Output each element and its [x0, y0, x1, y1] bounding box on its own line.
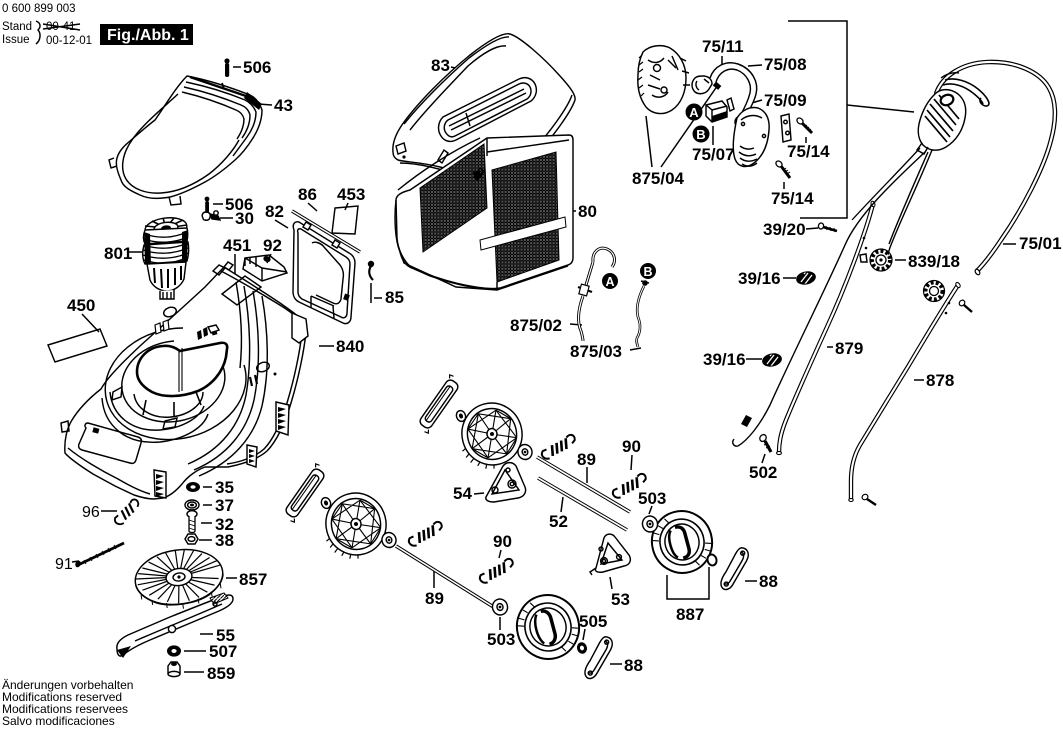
svg-text:A: A	[689, 105, 699, 120]
svg-text:86: 86	[298, 185, 317, 204]
svg-text:75/14: 75/14	[787, 142, 830, 161]
svg-text:53: 53	[611, 590, 630, 609]
svg-text:75/14: 75/14	[771, 189, 814, 208]
svg-text:Fig./Abb. 1: Fig./Abb. 1	[107, 27, 189, 44]
svg-text:75/08: 75/08	[764, 55, 807, 74]
svg-text:35: 35	[215, 478, 234, 497]
svg-text:39/16: 39/16	[703, 350, 746, 369]
svg-text:92: 92	[263, 236, 282, 255]
svg-text:875/02: 875/02	[510, 316, 562, 335]
svg-text:503: 503	[487, 630, 515, 649]
svg-text:32: 32	[215, 515, 234, 534]
svg-text:503: 503	[638, 489, 666, 508]
svg-text:502: 502	[749, 463, 777, 482]
svg-text:505: 505	[579, 612, 607, 631]
svg-text:507: 507	[209, 642, 237, 661]
svg-text:00-12-01: 00-12-01	[46, 35, 92, 47]
svg-text:88: 88	[624, 656, 643, 675]
svg-text:0 600 899 003: 0 600 899 003	[2, 3, 76, 15]
svg-text:89: 89	[425, 589, 444, 608]
svg-text:840: 840	[336, 337, 364, 356]
svg-text:451: 451	[223, 236, 251, 255]
svg-text:39/16: 39/16	[738, 269, 781, 288]
svg-text:52: 52	[549, 512, 568, 531]
svg-text:453: 453	[337, 185, 365, 204]
svg-text:54: 54	[453, 484, 472, 503]
svg-text:75/01: 75/01	[1019, 234, 1062, 253]
svg-text:878: 878	[926, 371, 954, 390]
svg-text:B: B	[643, 265, 652, 279]
svg-text:887: 887	[676, 605, 704, 624]
svg-text:38: 38	[215, 531, 234, 550]
svg-text:88: 88	[759, 572, 778, 591]
svg-text:90: 90	[622, 437, 641, 456]
svg-text:506: 506	[225, 195, 253, 214]
svg-text:Änderungen vorbehalten: Änderungen vorbehalten	[2, 678, 133, 692]
svg-text:506: 506	[243, 58, 271, 77]
svg-text:875/03: 875/03	[570, 342, 622, 361]
svg-text:30: 30	[235, 209, 254, 228]
svg-text:Modifications reserved: Modifications reserved	[2, 690, 122, 704]
svg-text:89: 89	[577, 450, 596, 469]
svg-text:90: 90	[493, 532, 512, 551]
svg-text:450: 450	[67, 296, 95, 315]
svg-text:A: A	[605, 275, 614, 289]
svg-text:Modifications reservees: Modifications reservees	[2, 702, 128, 716]
svg-text:37: 37	[215, 496, 234, 515]
svg-text:80: 80	[578, 202, 597, 221]
svg-text:75/07: 75/07	[692, 145, 735, 164]
svg-text:875/04: 875/04	[632, 169, 685, 188]
svg-text:75/09: 75/09	[764, 91, 807, 110]
svg-text:Salvo modificaciones: Salvo modificaciones	[2, 714, 115, 728]
svg-text:B: B	[696, 127, 705, 142]
svg-text:75/11: 75/11	[702, 37, 744, 56]
svg-text:857: 857	[239, 570, 267, 589]
svg-text:55: 55	[216, 626, 235, 645]
svg-text:839/18: 839/18	[908, 252, 960, 271]
svg-text:82: 82	[265, 202, 284, 221]
svg-text:85: 85	[385, 288, 404, 307]
svg-text:96: 96	[82, 504, 100, 521]
svg-text:39/20: 39/20	[763, 220, 806, 239]
svg-text:43: 43	[274, 96, 293, 115]
svg-text:83: 83	[431, 56, 450, 75]
svg-text:859: 859	[207, 664, 235, 683]
svg-text:879: 879	[835, 339, 863, 358]
svg-text:Stand: Stand	[2, 21, 32, 33]
svg-text:Issue: Issue	[2, 34, 30, 46]
svg-text:91: 91	[55, 556, 73, 573]
svg-text:801: 801	[104, 244, 132, 263]
